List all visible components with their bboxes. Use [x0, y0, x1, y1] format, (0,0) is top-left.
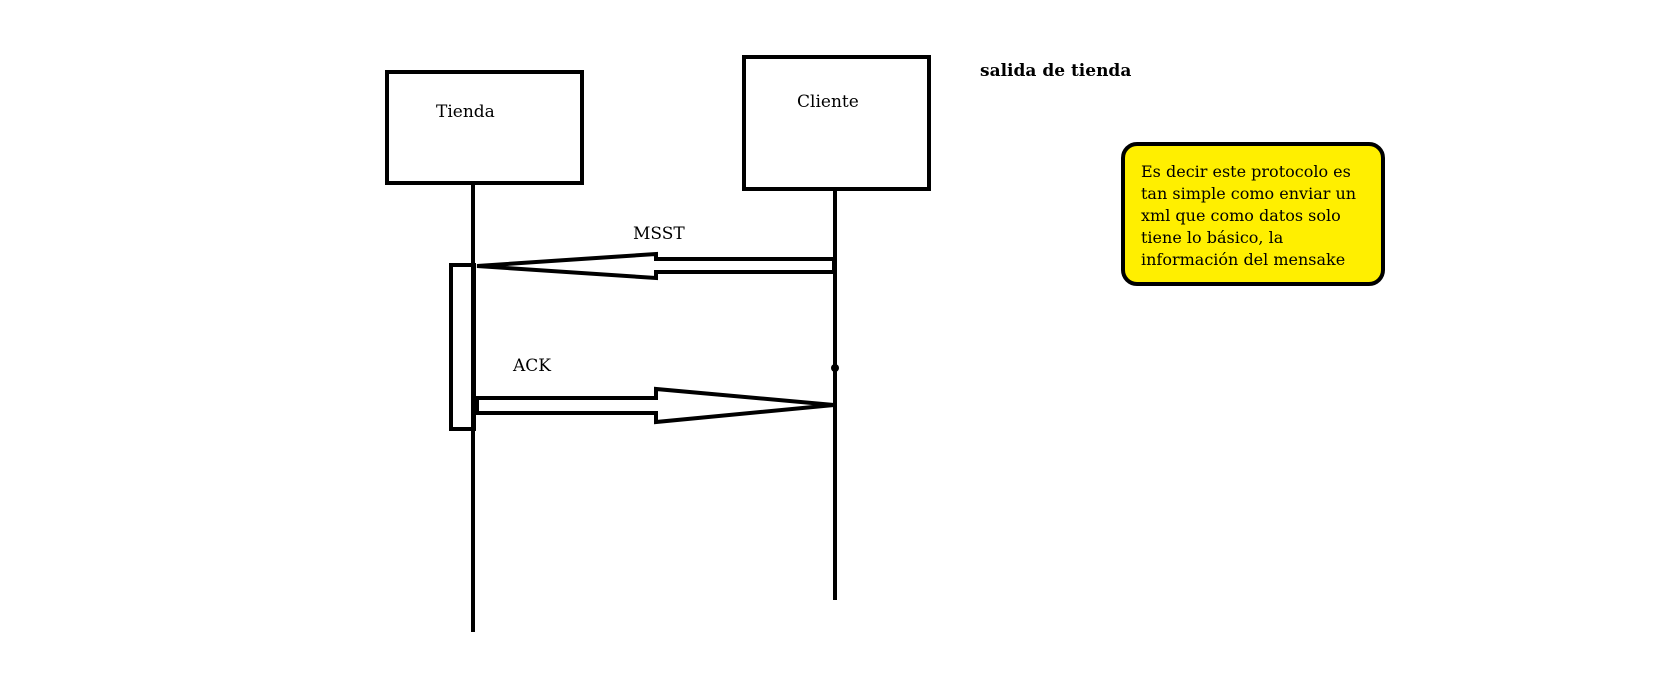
- participant-box-tienda: [385, 70, 584, 185]
- note-line: Es decir este protocolo es: [1141, 162, 1351, 181]
- message-label-msst: MSST: [633, 224, 685, 244]
- message-label-ack: ACK: [513, 356, 551, 376]
- participant-label-tienda: Tienda: [436, 102, 495, 122]
- note-line: xml que como datos solo: [1141, 206, 1341, 225]
- diagram-title: salida de tienda: [980, 61, 1132, 81]
- participant-box-cliente: [742, 55, 931, 191]
- note-line: tan simple como enviar un: [1141, 184, 1357, 203]
- message-arrow-ack: [475, 386, 835, 425]
- note-box: Es decir este protocolo es tan simple co…: [1121, 142, 1385, 286]
- lifeline-marker-dot: [831, 364, 839, 372]
- message-arrow-msst: [476, 251, 836, 281]
- note-line: tiene lo básico, la: [1141, 228, 1284, 247]
- participant-label-cliente: Cliente: [797, 92, 859, 112]
- activation-bar-tienda: [449, 263, 476, 431]
- note-line: información del mensake: [1141, 250, 1346, 269]
